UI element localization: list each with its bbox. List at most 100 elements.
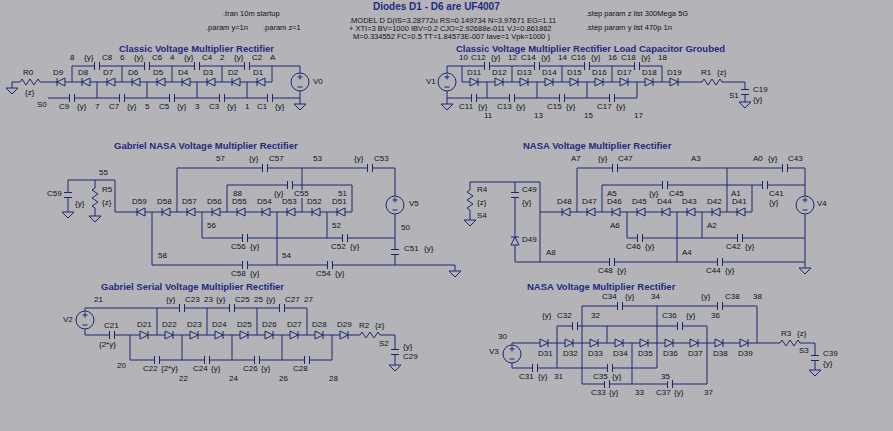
component-label: {y}	[768, 199, 779, 207]
component-label: 13	[533, 112, 544, 120]
ground-symbol	[799, 268, 811, 274]
component-label: 26	[278, 375, 289, 383]
capacitor-symbol	[663, 181, 668, 189]
component-label: 6	[119, 54, 125, 62]
capacitor-symbol	[605, 380, 610, 388]
component-label: D59	[131, 198, 148, 206]
component-label: D36	[662, 350, 679, 358]
component-label: {z}	[24, 89, 35, 97]
component-label: 57	[215, 155, 226, 163]
diode-symbol	[165, 331, 173, 339]
component-label: C45	[668, 190, 685, 198]
diode-symbol	[187, 208, 195, 216]
component-label: C46	[625, 243, 642, 251]
component-label: C57	[268, 155, 285, 163]
spice-directive: M=0.334552 FC=0.5 TT=1.84573E-007 Iave=1…	[352, 33, 551, 41]
diode-symbol	[182, 78, 190, 86]
capacitor-symbol	[510, 94, 515, 102]
component-label: C32	[556, 312, 573, 320]
component-label: D21	[136, 321, 153, 329]
component-label: S2	[378, 340, 390, 348]
component-label: {2*y}	[98, 341, 117, 349]
capacitor-symbol	[195, 62, 200, 70]
diode-symbol	[470, 78, 478, 86]
diode-symbol	[157, 78, 165, 86]
component-label: C1	[256, 103, 268, 111]
resistor-symbol	[702, 79, 722, 85]
component-label: C3	[208, 103, 220, 111]
component-label: R3	[780, 330, 792, 338]
voltage-source	[438, 73, 456, 91]
component-label: D12	[491, 69, 508, 77]
ground-symbol	[62, 212, 74, 218]
component-label: C43	[787, 155, 804, 163]
component-label: {y}	[537, 373, 548, 381]
component-label: {y}	[541, 312, 552, 320]
capacitor-symbol	[391, 350, 399, 355]
component-label: 52	[331, 222, 342, 230]
component-label: 24	[228, 375, 239, 383]
component-label: C26	[242, 365, 259, 373]
resistor-symbol	[20, 79, 40, 85]
wire	[12, 66, 300, 104]
component-label: A8	[545, 249, 557, 257]
component-label: C9	[58, 103, 70, 111]
component-label: D37	[687, 350, 704, 358]
component-label: {y}	[640, 54, 651, 62]
wire	[447, 66, 745, 104]
component-label: 54	[281, 252, 292, 260]
component-label: A2	[706, 222, 718, 230]
diode-symbol	[545, 78, 553, 86]
capacitor-symbol	[638, 234, 643, 242]
voltage-source	[291, 73, 309, 91]
diode-symbol	[190, 331, 198, 339]
component-label: 14	[557, 54, 568, 62]
component-label: {y}	[477, 103, 488, 111]
component-label: 2	[219, 54, 225, 62]
component-label: C5	[158, 103, 170, 111]
component-label: R2	[358, 322, 370, 330]
component-label: {y}	[616, 267, 627, 275]
component-label: 7	[94, 103, 100, 111]
capacitor-symbol	[610, 258, 615, 266]
component-label: D9	[52, 69, 64, 77]
component-label: 33	[634, 389, 645, 397]
diode-symbol	[562, 208, 570, 216]
component-label: C56	[230, 243, 247, 251]
component-label: C2	[251, 54, 263, 62]
diode-symbol	[615, 339, 623, 347]
component-label: 25	[253, 296, 264, 304]
component-label: {y}	[215, 296, 226, 304]
capacitor-symbol	[255, 356, 260, 364]
component-label: C49	[521, 186, 538, 194]
section-heading: Gabriel NASA Voltage Multiplier Rectifie…	[113, 141, 299, 151]
component-label: 3	[194, 103, 200, 111]
component-label: C4	[201, 54, 213, 62]
capacitor-symbol	[718, 302, 723, 310]
component-label: C6	[151, 54, 163, 62]
capacitor-symbol	[391, 250, 399, 255]
diode-symbol	[511, 237, 519, 245]
diode-symbol	[82, 78, 90, 86]
component-label: D15	[566, 69, 583, 77]
component-label: D14	[541, 69, 558, 77]
component-label: C12	[470, 54, 487, 62]
component-label: {z}	[796, 330, 807, 338]
component-label: {y}	[515, 103, 526, 111]
component-label: 17	[633, 112, 644, 120]
capacitor-symbol	[678, 322, 683, 330]
section-heading: NASA Voltage Multiplier Rectifier	[522, 141, 672, 151]
component-label: D58	[156, 198, 173, 206]
component-label: S1	[728, 92, 740, 100]
component-label: 30	[497, 333, 508, 341]
component-label: D35	[637, 350, 654, 358]
diode-symbol	[290, 331, 298, 339]
capacitor-symbol	[145, 62, 150, 70]
component-label: 18	[657, 54, 668, 62]
component-label: 1	[244, 103, 250, 111]
component-label: 4	[169, 54, 175, 62]
capacitor-symbol	[560, 94, 565, 102]
component-label: A3	[690, 155, 702, 163]
component-label: {y}	[822, 360, 833, 368]
